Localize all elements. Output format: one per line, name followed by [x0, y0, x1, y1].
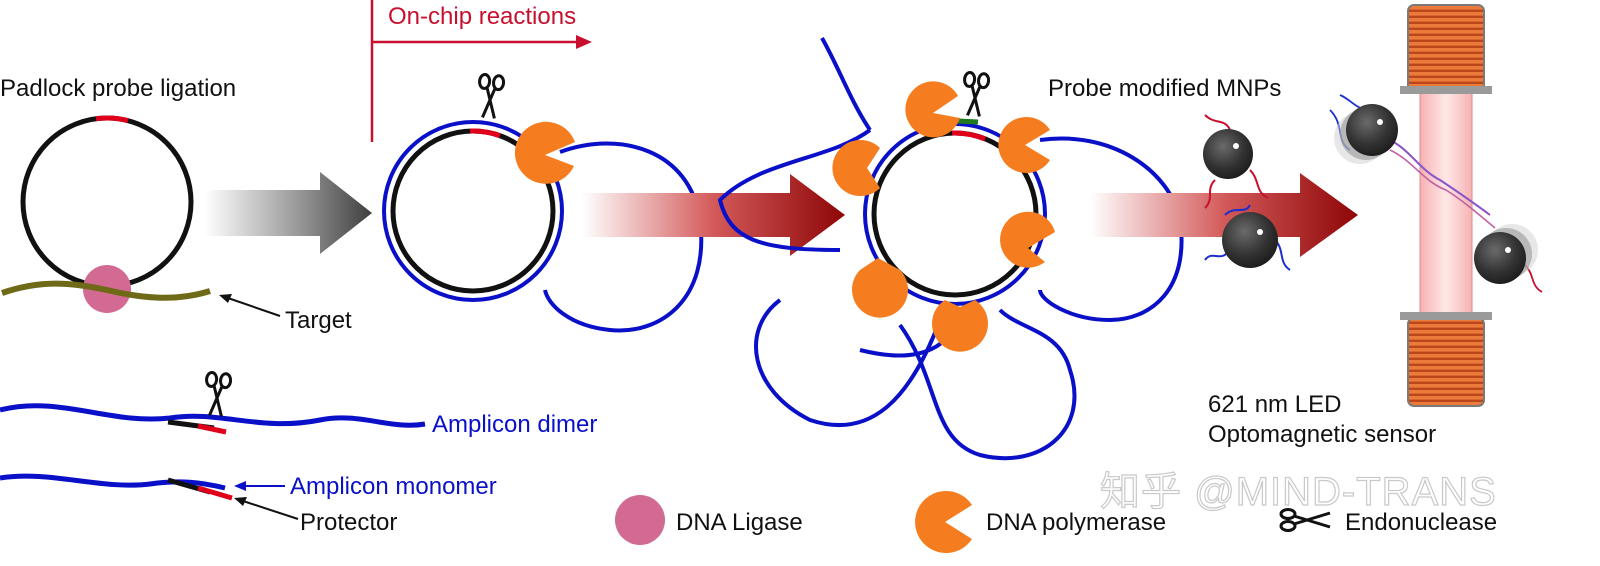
- label-amplicon-monomer: Amplicon monomer: [290, 473, 497, 500]
- mnp-group: [1203, 114, 1291, 271]
- mnp-bead-icon: [1474, 232, 1526, 284]
- blue-strand-c: [754, 298, 942, 427]
- legend-polymerase-label: DNA polymerase: [986, 509, 1166, 536]
- amplification-arrow-1: [582, 174, 845, 256]
- label-probe-mnps: Probe modified MNPs: [1048, 75, 1281, 102]
- polymerase-7: [932, 300, 988, 352]
- rca-amplification-panel: [717, 37, 1184, 461]
- target-strand: [1, 280, 211, 301]
- padlock-probe-circle: [20, 115, 194, 289]
- scissors-icon: [1279, 508, 1331, 532]
- amplicon-monomer: [0, 473, 299, 520]
- optomagnetic-sensor: [1329, 4, 1543, 407]
- ligation-arrow: [205, 172, 372, 254]
- label-led: 621 nm LED: [1208, 391, 1341, 418]
- label-protector: Protector: [300, 509, 397, 536]
- label-on-chip: On-chip reactions: [388, 3, 576, 30]
- rca-red-segment: [469, 128, 501, 139]
- scissors-icon: [963, 70, 991, 117]
- coil-bottom: [1407, 317, 1485, 407]
- label-padlock: Padlock probe ligation: [0, 75, 236, 102]
- blue-strand-d: [898, 308, 1077, 461]
- blue-strand-b: [717, 128, 872, 252]
- blue-strand-e: [1038, 136, 1184, 323]
- on-chip-bracket: [370, 0, 592, 142]
- polymerase-1: [514, 121, 575, 184]
- rca-blue-tail: [543, 141, 704, 333]
- amplification-arrow-2: [1090, 173, 1358, 257]
- polymerase-4: [832, 140, 880, 196]
- target-pointer-head: [219, 294, 232, 303]
- rca-start-panel: [382, 72, 704, 333]
- ligase-circle-icon: [615, 495, 665, 545]
- pacman-polymerase-icon: [915, 491, 972, 553]
- protector-pointer: [239, 499, 299, 520]
- padlock-red-segment: [95, 115, 129, 124]
- legend: [615, 491, 1331, 553]
- label-amplicon-dimer: Amplicon dimer: [432, 411, 597, 438]
- legend-endonuclease-label: Endonuclease: [1345, 509, 1497, 536]
- led-beam: [1419, 89, 1473, 321]
- blue-strand-a: [820, 37, 872, 132]
- label-sensor: Optomagnetic sensor: [1208, 421, 1436, 448]
- target-pointer: [224, 296, 281, 317]
- polymerase-2: [905, 81, 960, 138]
- mnp-bead-icon: [1222, 212, 1278, 268]
- amplicon-dimer: [0, 370, 426, 435]
- rca2-red-segment: [951, 130, 986, 142]
- coil-top: [1407, 4, 1485, 94]
- label-target: Target: [285, 307, 352, 334]
- rca-circle-blue: [382, 120, 564, 302]
- polymerase-5: [1000, 211, 1055, 268]
- scissors-icon: [205, 370, 233, 417]
- polymerase-3: [998, 117, 1050, 173]
- watermark: 知乎 @MIND-TRANS: [1100, 470, 1497, 514]
- scissors-icon: [478, 72, 506, 119]
- padlock-panel: [1, 115, 281, 317]
- polymerase-6: [852, 258, 909, 318]
- legend-ligase-label: DNA Ligase: [676, 509, 803, 536]
- mnp-bead-icon: [1203, 129, 1253, 179]
- mnp-bead-icon: [1346, 104, 1398, 156]
